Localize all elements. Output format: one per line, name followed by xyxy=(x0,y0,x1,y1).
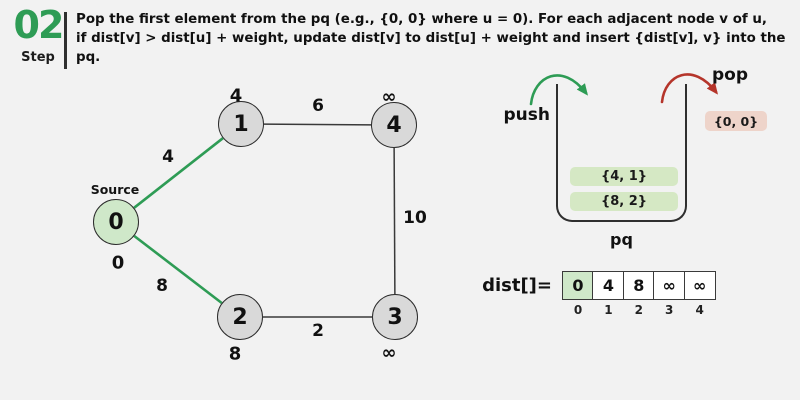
source-label: Source xyxy=(90,182,140,197)
graph-node-2: 2 xyxy=(217,294,263,340)
queue-item: {4, 1} xyxy=(570,167,678,186)
edge-weight-label: 4 xyxy=(162,147,174,167)
graph-edge-0-1 xyxy=(133,137,224,209)
graph-edge-3-4 xyxy=(393,147,396,295)
dist-cell-4: ∞ xyxy=(683,271,716,300)
priority-queue-container xyxy=(556,84,687,222)
dist-index-0: 0 xyxy=(573,303,583,317)
queue-item: {8, 2} xyxy=(570,192,678,211)
dist-array-indices: 0 1 2 3 4 xyxy=(562,303,716,317)
node-dist-label-4: ∞ xyxy=(381,86,397,108)
dist-index-4: 4 xyxy=(695,303,704,317)
dist-index-1: 1 xyxy=(604,303,613,317)
edge-weight-label: 8 xyxy=(156,276,168,296)
description-line: Pop the first element from the pq (e.g.,… xyxy=(76,12,767,27)
graph-edge-1-4 xyxy=(263,123,372,126)
graph-node-0: 0 xyxy=(93,199,139,245)
dist-index-3: 3 xyxy=(665,303,674,317)
edge-weight-label: 6 xyxy=(312,96,324,116)
node-dist-label-2: 8 xyxy=(228,343,242,365)
dist-cell-3: ∞ xyxy=(653,271,686,300)
graph-node-1: 1 xyxy=(218,101,264,147)
dist-index-2: 2 xyxy=(634,303,643,317)
header-divider xyxy=(64,12,67,69)
pop-label: pop xyxy=(712,65,749,85)
step-number: 02 xyxy=(13,3,65,47)
description-line: if dist[v] > dist[u] + weight, update di… xyxy=(76,31,786,47)
edge-weight-label: 2 xyxy=(312,321,324,341)
node-dist-label-0: 0 xyxy=(111,252,125,274)
description-line: pq. xyxy=(76,50,101,66)
node-dist-label-3: ∞ xyxy=(381,342,397,364)
dist-cell-0: 0 xyxy=(562,271,594,300)
popped-item: {0, 0} xyxy=(705,111,767,131)
graph-edge-0-2 xyxy=(133,234,223,305)
dist-array-label: dist[]= xyxy=(482,275,552,296)
dist-cell-2: 8 xyxy=(622,271,655,300)
dist-cell-1: 4 xyxy=(592,271,625,300)
node-dist-label-1: 4 xyxy=(229,85,243,107)
step-label: Step xyxy=(21,50,55,65)
push-label: push xyxy=(503,105,551,125)
graph-node-4: 4 xyxy=(371,102,417,148)
step-description: Pop the first element from the pq (e.g.,… xyxy=(76,10,796,67)
edge-weight-label: 10 xyxy=(403,208,427,228)
graph-node-3: 3 xyxy=(372,294,418,340)
pq-label: pq xyxy=(610,230,633,249)
